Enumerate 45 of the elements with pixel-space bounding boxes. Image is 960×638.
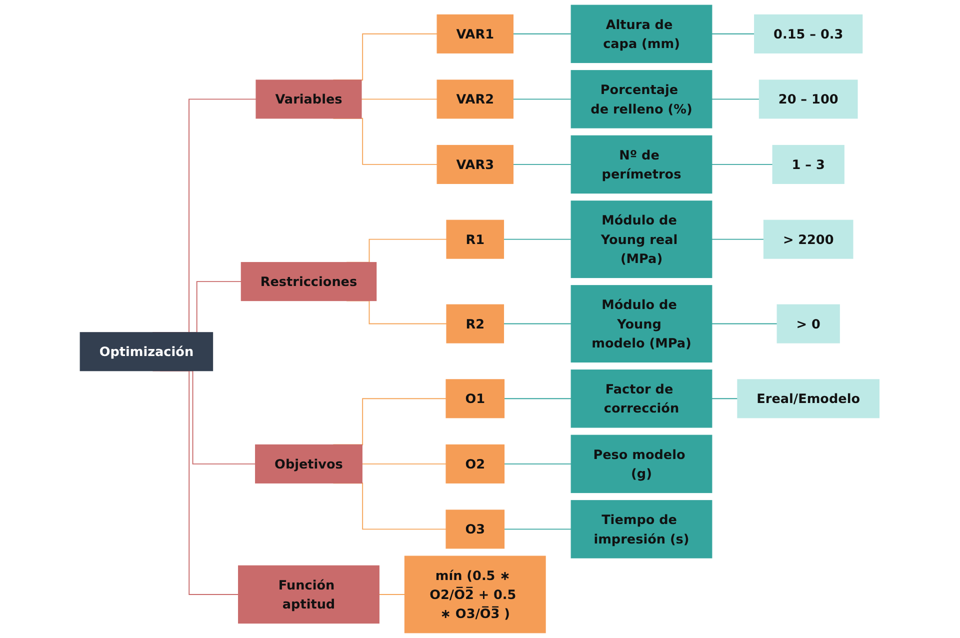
node-box: Módulo de Young real (MPa) [571,200,713,278]
node-box: VAR2 [437,80,514,119]
connector [504,323,572,324]
connector [504,238,572,240]
connector [712,33,756,34]
node-box: O3 [446,510,505,549]
connector [712,238,765,240]
node-box: Restricciones [241,262,377,302]
connector [513,98,572,100]
node-box: 0.15 – 0.3 [754,14,863,54]
node-box: Peso modelo (g) [571,434,713,494]
connector [513,164,572,165]
node-box: Altura de capa (mm) [571,4,713,64]
node-box: mín (0.5 ∗ O2/O̅2̅ + 0.5 ∗ O3/O̅3̅ ) [404,556,546,634]
node-box: Optimización [80,332,214,372]
node-box: O1 [446,379,505,418]
node-box: R1 [446,220,504,259]
node-box: Porcentaje de relleno (%) [571,70,713,128]
node-box: Función aptitud [238,565,380,624]
connector [378,594,406,595]
node-box: > 0 [777,304,840,344]
connector [712,98,760,100]
node-box: Módulo de Young modelo (MPa) [571,285,713,362]
node-box: 20 – 100 [759,80,858,119]
connector [362,463,447,464]
node-box: O2 [446,444,505,484]
node-box: Ereal/Emodelo [737,379,880,418]
node-box: Variables [256,80,362,119]
node-box: VAR1 [437,14,514,54]
connector [504,463,572,464]
node-box: Factor de corrección [571,370,713,428]
node-box: 1 – 3 [772,144,845,184]
node-box: VAR3 [437,144,514,184]
node-box: Objetivos [255,444,363,484]
connector [712,323,778,324]
connector [513,33,572,34]
node-box: Nº de perímetros [571,135,713,194]
connector [712,164,774,165]
connector [361,98,438,100]
connector [712,398,738,400]
connector [504,528,572,530]
connector [504,398,572,400]
node-box: > 2200 [764,220,854,259]
node-box: R2 [446,304,504,344]
node-box: Tiempo de impresión (s) [571,500,713,558]
